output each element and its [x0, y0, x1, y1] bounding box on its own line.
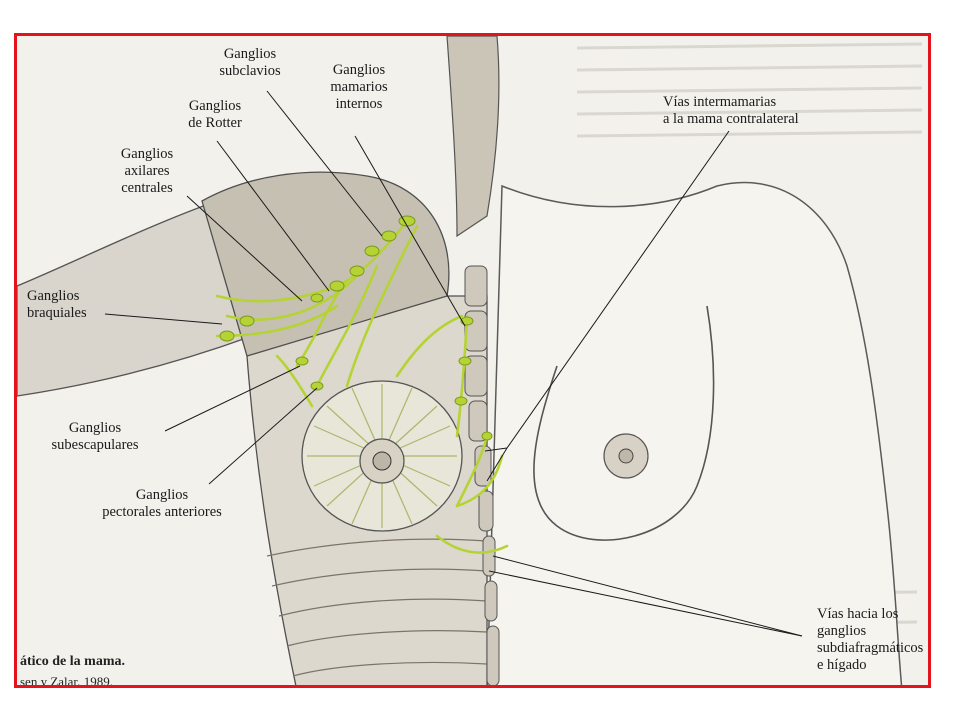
neck [446, 36, 500, 238]
lymph-nodes [219, 215, 493, 441]
label-ganglios-de-rotter: Ganglios de Rotter [188, 98, 242, 131]
label-ganglios-braquiales: Ganglios braquiales [27, 288, 87, 321]
left-nipple [372, 451, 392, 471]
caption-title: ático de la mama. [20, 654, 125, 669]
label-ganglios-subclavios: Ganglios subclavios [219, 46, 281, 79]
figure-frame: Ganglios subclavios Ganglios mamarios in… [14, 33, 931, 688]
label-ganglios-axilares-centrales: Ganglios axilares centrales [120, 146, 174, 196]
breast-lymphatic-illustration [17, 36, 923, 685]
torso-outline-right [486, 181, 903, 685]
label-ganglios-mamarios-internos: Ganglios mamarios internos [330, 62, 388, 112]
label-vias-intermamarias: Vías intermamarias a la mama contralater… [663, 94, 799, 127]
caption-source: sen y Zalar, 1989. [20, 674, 113, 688]
label-vias-subdiafragmaticos: Vías hacia los ganglios subdiafragmático… [817, 606, 924, 673]
right-breast-outline [533, 305, 715, 541]
label-ganglios-pectorales-anteriores: Ganglios pectorales anteriores [102, 487, 222, 520]
leader-lines [104, 90, 803, 637]
label-ganglios-subescapulares: Ganglios subescapulares [51, 420, 139, 453]
rib-lines [266, 538, 488, 677]
